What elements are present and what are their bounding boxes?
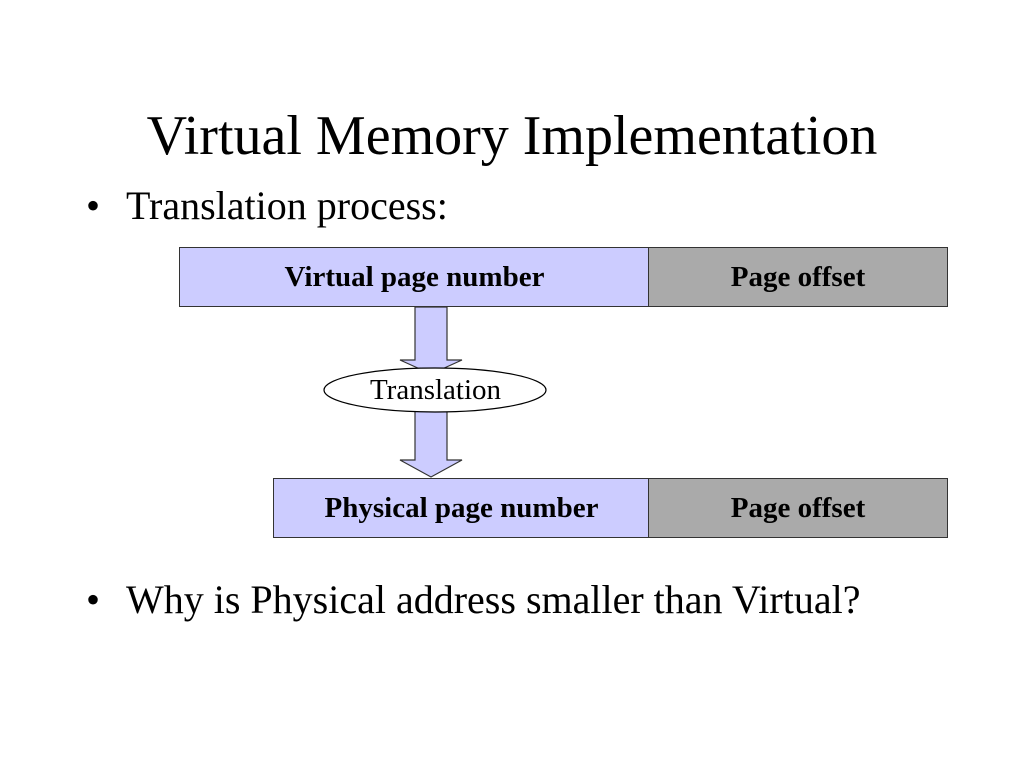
bullet-text: Translation process: (126, 183, 448, 228)
arrow-down-lower (399, 405, 463, 478)
bullet-physical-address-question: • Why is Physical address smaller than V… (86, 574, 946, 626)
translation-ellipse (323, 367, 547, 413)
slide-title: Virtual Memory Implementation (146, 105, 878, 167)
bullet-text: Why is Physical address smaller than Vir… (126, 577, 861, 622)
virtual-page-number-field: Virtual page number (179, 247, 650, 307)
bullet-marker: • (86, 577, 101, 622)
bullet-marker: • (86, 183, 101, 228)
virtual-page-offset-field: Page offset (648, 247, 948, 307)
arrow-down-upper (399, 306, 463, 375)
physical-page-offset-field: Page offset (648, 478, 948, 538)
physical-page-number-field: Physical page number (273, 478, 650, 538)
translation-label: Translation (369, 373, 502, 406)
bullet-translation-process: • Translation process: (86, 180, 946, 232)
